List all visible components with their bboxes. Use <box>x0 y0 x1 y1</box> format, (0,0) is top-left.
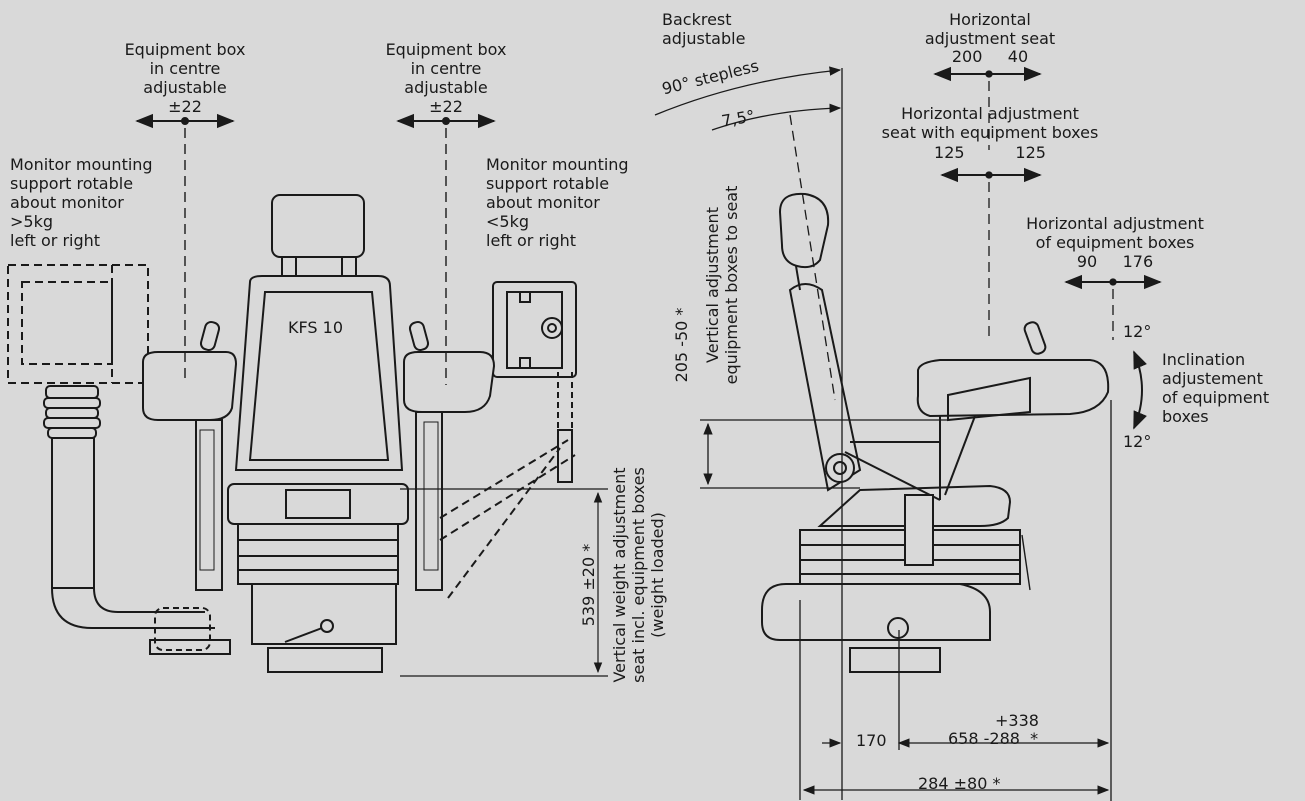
label-horizontal-boxes-seat-values: 125 125 <box>934 143 1046 162</box>
suspension-base <box>237 523 399 585</box>
label-vertical-boxes: Vertical adjustment equipment boxes to s… <box>703 185 741 385</box>
label-monitor-light: Monitor mounting support rotable about m… <box>486 155 629 250</box>
monitor-large <box>7 264 149 384</box>
backrest <box>234 275 404 471</box>
label-dim-284: 284 ±80 * <box>918 774 1001 793</box>
label-dim-658: 658 -288 * <box>948 729 1039 748</box>
side-view <box>761 192 1110 673</box>
label-equipment-box-left: Equipment box in centre adjustable ±22 <box>124 40 246 116</box>
label-angle-top: 12° <box>1123 322 1152 341</box>
label-inclination: Inclination adjustement of equipment box… <box>1162 350 1270 426</box>
front-view <box>7 194 577 673</box>
label-horizontal-boxes: Horizontal adjustment of equipment boxes <box>1026 214 1204 252</box>
label-backrest: Backrest adjustable <box>662 10 746 48</box>
label-equipment-box-right: Equipment box in centre adjustable ±22 <box>385 40 507 116</box>
monitor-column-left <box>43 385 231 655</box>
side-dimensions <box>654 66 1162 801</box>
label-dim-170: 170 <box>856 731 887 750</box>
side-headrest <box>778 192 830 269</box>
equipment-box-right <box>403 351 496 413</box>
label-dim-205: 205 -50 * <box>672 307 691 383</box>
headrest <box>271 194 365 258</box>
label-dim-539: 539 ±20 * <box>579 543 598 627</box>
label-horizontal-seat: Horizontal adjustment seat <box>924 10 1056 48</box>
label-horizontal-boxes-seat: Horizontal adjustment seat with equipmen… <box>881 104 1099 142</box>
equipment-box-left <box>142 351 238 421</box>
label-horizontal-seat-values: 200 40 <box>951 47 1029 66</box>
label-dim-338: +338 <box>995 711 1039 730</box>
label-vertical-weight: Vertical weight adjustment seat incl. eq… <box>610 467 667 683</box>
monitor-small <box>439 281 577 599</box>
label-seat-model: KFS 10 <box>288 318 344 337</box>
side-equipment-box <box>916 359 1110 418</box>
label-angle-bottom: 12° <box>1123 432 1152 451</box>
front-dimensions <box>135 113 608 677</box>
label-horizontal-boxes-values: 90 176 <box>1076 252 1154 271</box>
label-monitor-heavy: Monitor mounting support rotable about m… <box>10 155 153 250</box>
